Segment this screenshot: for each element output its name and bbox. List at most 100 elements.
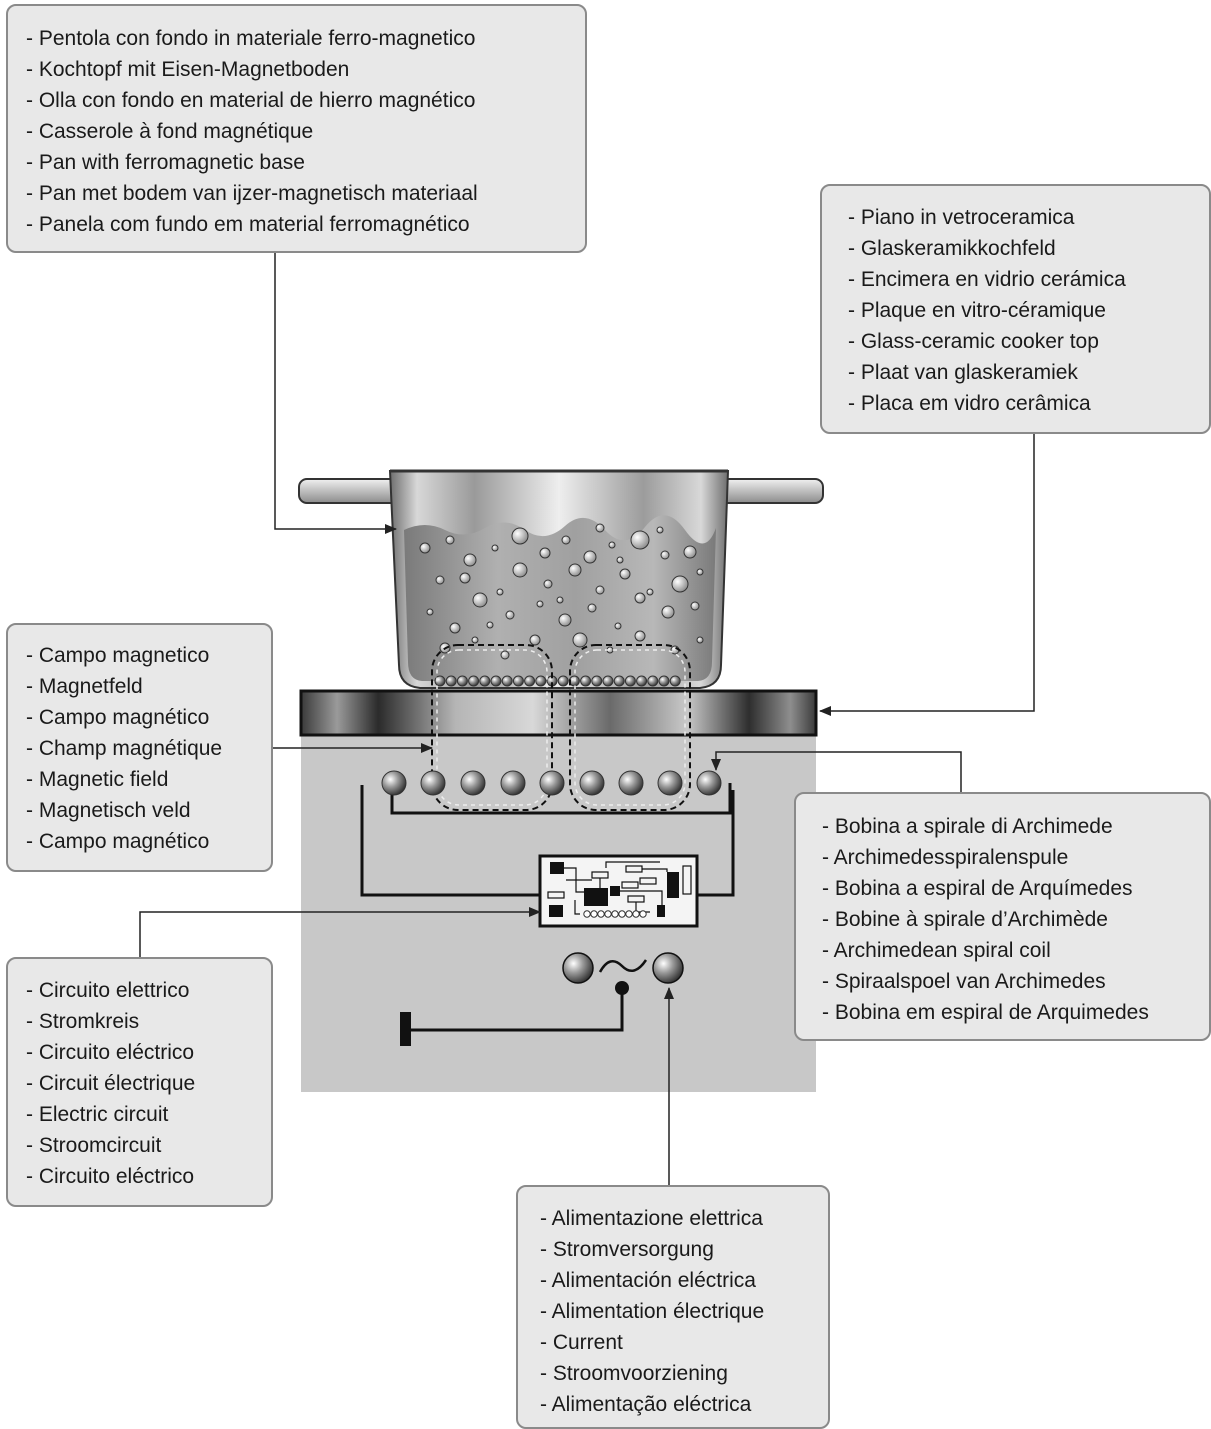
callout-line: - Current — [540, 1331, 623, 1354]
bubble — [661, 605, 675, 619]
bubble — [630, 530, 650, 550]
callout-line: - Pentola con fondo in materiale ferro-m… — [26, 27, 476, 50]
callout-line: - Glass-ceramic cooker top — [848, 330, 1099, 353]
callout-line: - Circuito eléctrico — [26, 1165, 195, 1188]
base-dot — [524, 675, 536, 687]
base-dot — [658, 675, 670, 687]
bubble — [556, 596, 564, 604]
bubble — [690, 601, 700, 611]
callout-line: - Glaskeramikkochfeld — [848, 237, 1056, 260]
callout-line: - Pan met bodem van ijzer-magnetisch mat… — [26, 182, 478, 205]
bubble — [660, 550, 670, 560]
bubble — [572, 632, 588, 648]
bubble — [696, 568, 704, 576]
callout-line: - Stroomcircuit — [26, 1134, 162, 1157]
bubble — [512, 562, 528, 578]
leader-circuit — [139, 907, 541, 957]
magnetic-field-loop-left — [431, 644, 553, 811]
callout-line: - Circuito eléctrico — [26, 1041, 195, 1064]
bubble — [529, 634, 541, 646]
bubble — [496, 588, 504, 596]
bubble — [595, 523, 605, 533]
callout-line: - Pan with ferromagnetic base — [26, 151, 305, 174]
base-dot — [580, 675, 592, 687]
callout-line: - Magnetfeld — [26, 675, 143, 698]
coil-turn — [500, 770, 526, 796]
bubble — [543, 579, 553, 589]
callout-glass-ceramic-top: - Piano in vetroceramica - Glaskeramikko… — [820, 184, 1211, 434]
base-dot — [557, 675, 569, 687]
callout-line: - Alimentação eléctrica — [540, 1393, 752, 1416]
bubble — [536, 600, 544, 608]
leader-glass — [819, 434, 1035, 716]
circuit-board-leds — [583, 910, 647, 918]
bubble — [619, 568, 631, 580]
callout-line: - Bobina a spirale di Archimede — [822, 815, 1113, 838]
leader-lines — [139, 253, 1035, 1185]
callout-line: - Plaat van glaskeramiek — [848, 361, 1078, 384]
callout-magnetic-field: - Campo magnetico - Magnetfeld - Campo m… — [6, 623, 273, 872]
callout-line: - Plaque en vitro-céramique — [848, 299, 1106, 322]
magnetic-field-loop-right — [569, 644, 691, 811]
bubble — [587, 603, 597, 613]
bubble — [500, 650, 510, 660]
bubble — [671, 575, 689, 593]
callout-line: - Bobina em espiral de Arquimedes — [822, 1001, 1149, 1024]
callout-line: - Archimedesspiralenspule — [822, 846, 1069, 869]
base-dot — [591, 675, 603, 687]
coil-turn — [579, 770, 605, 796]
callout-line: - Spiraalspoel van Archimedes — [822, 970, 1106, 993]
board-led — [583, 910, 591, 918]
board-led — [611, 910, 619, 918]
base-dot — [535, 675, 547, 687]
callout-line: - Circuito elettrico — [26, 979, 190, 1002]
callout-line: - Electric circuit — [26, 1103, 169, 1126]
pot-bubbles — [419, 523, 704, 660]
bubble — [634, 630, 646, 642]
board-led — [639, 910, 647, 918]
bubble — [568, 563, 582, 577]
callout-line: - Olla con fondo en material de hierro m… — [26, 89, 476, 112]
magnetic-field-loop-right-inner — [574, 649, 686, 806]
bubble — [435, 575, 445, 585]
bubble — [558, 613, 572, 627]
bubble — [614, 622, 622, 630]
bubble — [634, 592, 646, 604]
bubble — [511, 527, 529, 545]
bubble — [646, 588, 654, 596]
base-dot — [445, 675, 457, 687]
bubble — [491, 544, 499, 552]
callout-line: - Stroomvoorziening — [540, 1362, 728, 1385]
board-led — [618, 910, 626, 918]
board-led — [625, 910, 633, 918]
bubble — [595, 585, 605, 595]
callout-power-supply: - Alimentazione elettrica - Stromversorg… — [516, 1185, 830, 1429]
callout-line: - Bobine à spirale d’Archimède — [822, 908, 1108, 931]
callout-line: - Kochtopf mit Eisen-Magnetboden — [26, 58, 350, 81]
bubble — [463, 553, 477, 567]
bubble — [539, 547, 551, 559]
callout-line: - Circuit électrique — [26, 1072, 196, 1095]
callout-line: - Campo magnético — [26, 706, 210, 729]
bubble — [459, 572, 471, 584]
base-dot — [669, 675, 681, 687]
ground-plug-icon — [400, 1012, 411, 1046]
base-dot — [490, 675, 502, 687]
callout-line: - Bobina a espiral de Arquímedes — [822, 877, 1133, 900]
coil-turn — [460, 770, 486, 796]
base-dot — [624, 675, 636, 687]
callout-line: - Magnetisch veld — [26, 799, 191, 822]
callout-line: - Panela com fundo em material ferromagn… — [26, 213, 470, 236]
bubble — [561, 535, 571, 545]
callout-line: - Archimedean spiral coil — [822, 939, 1051, 962]
bubble — [449, 622, 461, 634]
bubble — [472, 592, 488, 608]
pot-handle-right — [717, 478, 824, 504]
coil-wiring — [360, 783, 735, 897]
callout-line: - Piano in vetroceramica — [848, 206, 1075, 229]
bubble — [426, 608, 434, 616]
base-dot — [456, 675, 468, 687]
pan-base-induction-dots — [434, 675, 681, 687]
base-dot — [501, 675, 513, 687]
callout-line: - Alimentation électrique — [540, 1300, 765, 1323]
